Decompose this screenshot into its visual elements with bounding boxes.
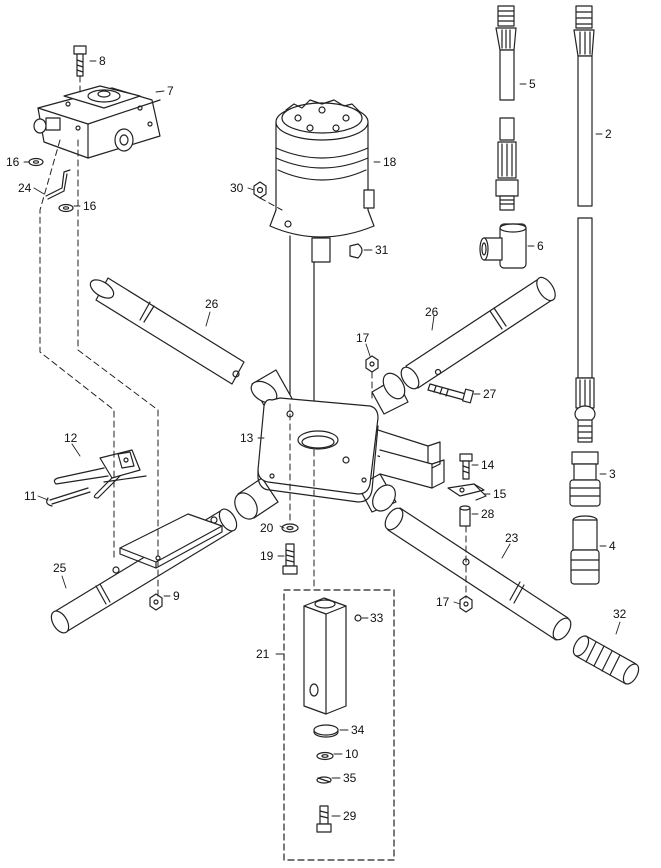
leader-lines	[23, 60, 621, 817]
elbow-fitting-part-6	[479, 223, 527, 269]
callout-26-right: 26	[425, 305, 439, 319]
callout-2: 2	[605, 127, 612, 141]
washer-part-10	[316, 751, 334, 761]
callout-27: 27	[483, 387, 497, 401]
washer-part-34	[313, 724, 339, 738]
nut-part-30	[253, 181, 267, 199]
spacer-part-28	[459, 505, 471, 527]
callout-34: 34	[351, 723, 365, 737]
lockwasher-part-35	[316, 776, 332, 784]
clip-part-15	[447, 483, 487, 501]
pin-part-11	[46, 487, 91, 507]
callout-23: 23	[505, 531, 519, 545]
callout-24: 24	[18, 181, 32, 195]
callout-3: 3	[609, 467, 616, 481]
mount-plate	[119, 513, 223, 569]
motor-part-18	[269, 99, 375, 263]
callout-28: 28	[481, 507, 495, 521]
roller-part-32	[572, 635, 640, 685]
callout-25: 25	[53, 561, 67, 575]
callout-11: 11	[24, 489, 37, 503]
callout-18: 18	[383, 155, 397, 169]
socket-assembly-part-21	[283, 589, 395, 861]
bolt-part-19	[282, 543, 298, 575]
callout-9: 9	[173, 589, 180, 603]
callout-16-b: 16	[83, 199, 97, 213]
valve-part-7	[33, 85, 161, 159]
callout-7: 7	[167, 84, 174, 98]
callout-26-left: 26	[205, 297, 219, 311]
bolt-part-8	[73, 45, 87, 77]
bolt-part-29	[316, 805, 332, 833]
callout-14: 14	[481, 458, 495, 472]
callout-16-a: 16	[6, 155, 20, 169]
callout-13: 13	[240, 431, 254, 445]
callout-20: 20	[260, 521, 274, 535]
assembly-lines	[39, 75, 467, 599]
handle-part-12	[53, 449, 147, 499]
nut-part-17-top	[365, 355, 379, 373]
coupler-part-3	[569, 451, 601, 507]
callout-12: 12	[64, 431, 78, 445]
callout-35: 35	[343, 771, 357, 785]
callout-5: 5	[529, 77, 536, 91]
tube-part-23	[384, 507, 572, 641]
washer-part-20	[281, 523, 299, 533]
long-hose-part-2	[573, 5, 596, 443]
callout-31: 31	[375, 243, 389, 257]
callout-19: 19	[260, 549, 274, 563]
callout-32: 32	[613, 607, 627, 621]
key-part-31	[349, 243, 363, 259]
center-shaft	[289, 235, 315, 405]
callout-17-top: 17	[356, 331, 370, 345]
link-rod-part-24	[45, 169, 71, 200]
bolt-part-14	[459, 453, 473, 480]
tube-part-26-left	[89, 277, 245, 385]
callout-21: 21	[256, 647, 270, 661]
callout-labels: 8 7 16 24 16 5 2 6 18 30 31 26 26 17 27 …	[6, 54, 627, 823]
pin-part-33	[354, 614, 362, 622]
washer-part-16-b	[58, 203, 74, 213]
callout-30: 30	[230, 181, 244, 195]
callout-15: 15	[493, 487, 507, 501]
callout-33: 33	[370, 611, 384, 625]
callout-8: 8	[99, 54, 106, 68]
washer-part-16-a	[28, 157, 44, 167]
tube-part-26-right	[400, 276, 556, 390]
bolt-part-27	[427, 383, 475, 404]
nut-part-9	[149, 593, 163, 611]
hub-plate-part-13	[234, 369, 445, 520]
callout-10: 10	[345, 747, 359, 761]
hose-part-5	[495, 5, 519, 211]
coupler-part-4	[570, 515, 600, 585]
callout-6: 6	[537, 239, 544, 253]
callout-4: 4	[609, 539, 616, 553]
callout-29: 29	[343, 809, 357, 823]
callout-17-bottom: 17	[436, 595, 450, 609]
